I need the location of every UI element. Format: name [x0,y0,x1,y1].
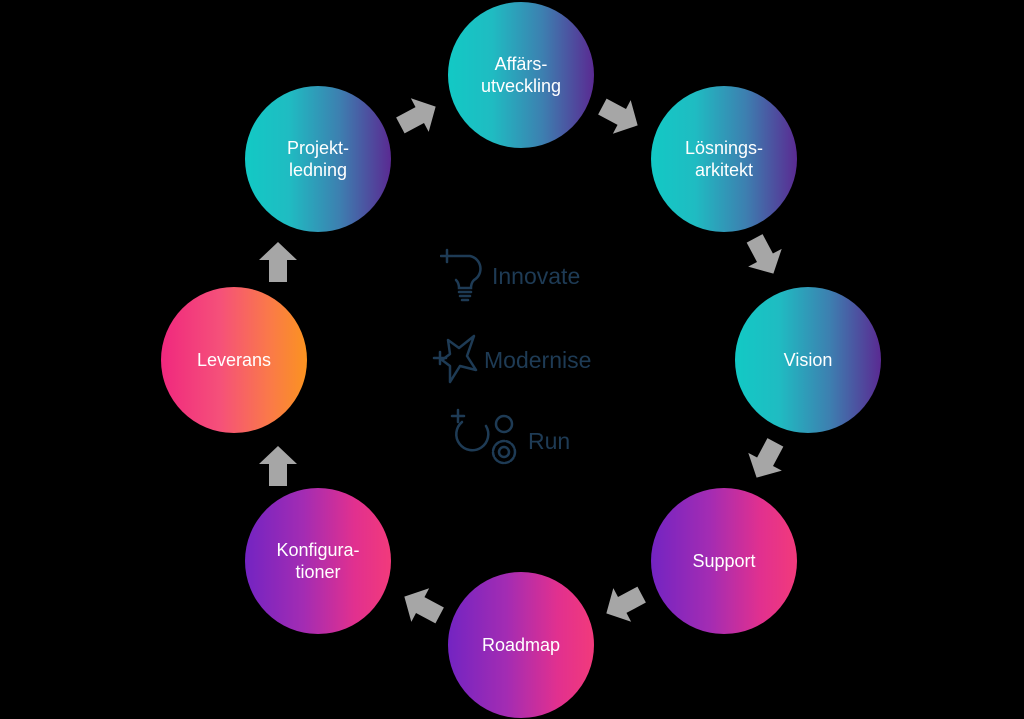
arrow-icon [392,576,452,636]
arrow-icon [736,430,796,490]
node-roadmap: Roadmap [448,572,594,718]
node-projektledning: Projekt- ledning [245,86,391,232]
arrow-icon [594,574,654,634]
node-affarsutveckling: Affärs- utveckling [448,2,594,148]
node-vision: Vision [735,287,881,433]
lightbulb-plus-icon [439,244,488,309]
center-innovate: Innovate [439,244,581,309]
arrow-icon [256,240,300,284]
node-konfigurationer: Konfigura- tioner [245,488,391,634]
arrow-icon [590,86,650,146]
center-modernise: Modernise [432,330,591,391]
run-label: Run [528,428,571,454]
gears-plus-icon [448,408,524,475]
node-support: Support [651,488,797,634]
arrow-icon [388,86,448,146]
modernise-label: Modernise [484,347,592,373]
center-run: Run [448,408,570,475]
arrow-icon [256,444,300,488]
innovate-label: Innovate [492,263,581,289]
node-leverans: Leverans [161,287,307,433]
star-plus-icon [432,330,480,391]
node-losningsarkitekt: Lösnings- arkitekt [651,86,797,232]
arrow-icon [734,226,794,286]
